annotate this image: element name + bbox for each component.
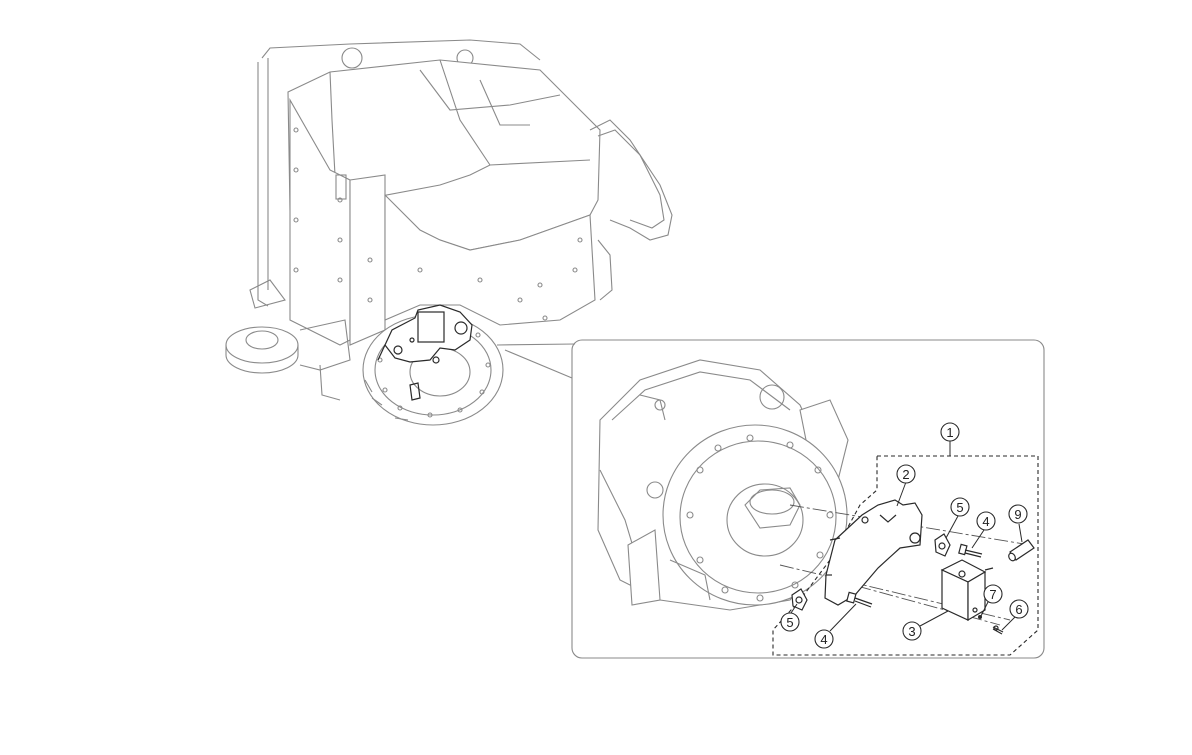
clamp-upper	[934, 533, 951, 557]
callout-7: 7	[980, 584, 1003, 617]
drive-assembly-detail	[597, 359, 849, 611]
callout-3: 3	[902, 610, 949, 641]
callout-6: 6	[1001, 599, 1029, 631]
screw	[992, 625, 1004, 635]
callout-4-upper: 4	[971, 511, 996, 549]
panel-bolts	[293, 127, 583, 321]
callout-2: 2	[896, 464, 916, 507]
callout-9-label: 9	[1014, 507, 1021, 522]
bolt-upper	[958, 543, 983, 558]
detail-frame	[571, 339, 1045, 659]
callout-7-label: 7	[989, 587, 996, 602]
callout-3-label: 3	[908, 624, 915, 639]
callout-4-upper-label: 4	[982, 514, 989, 529]
callout-2-label: 2	[902, 467, 909, 482]
machine-overview	[225, 39, 673, 426]
clamp-lower	[791, 588, 808, 611]
callout-5-lower-label: 5	[786, 615, 793, 630]
hub-bolts	[686, 434, 834, 602]
callout-5-lower: 5	[780, 603, 800, 632]
bolt-lower	[846, 591, 873, 608]
pin	[1008, 539, 1035, 562]
bracket-plate	[824, 499, 923, 606]
wheel-bolts	[377, 332, 491, 418]
callout-4-lower: 4	[814, 603, 857, 649]
kit-boundary	[772, 455, 1039, 656]
callout-1-label: 1	[946, 425, 953, 440]
callout-4-lower-label: 4	[820, 632, 827, 647]
sensor-block	[940, 559, 994, 622]
callout-5-upper: 5	[945, 497, 970, 539]
callout-9: 9	[1008, 504, 1028, 543]
callout-1: 1	[940, 422, 960, 442]
detail-leader	[496, 343, 576, 379]
callout-5-upper-label: 5	[956, 500, 963, 515]
callout-6-label: 6	[1015, 602, 1022, 617]
